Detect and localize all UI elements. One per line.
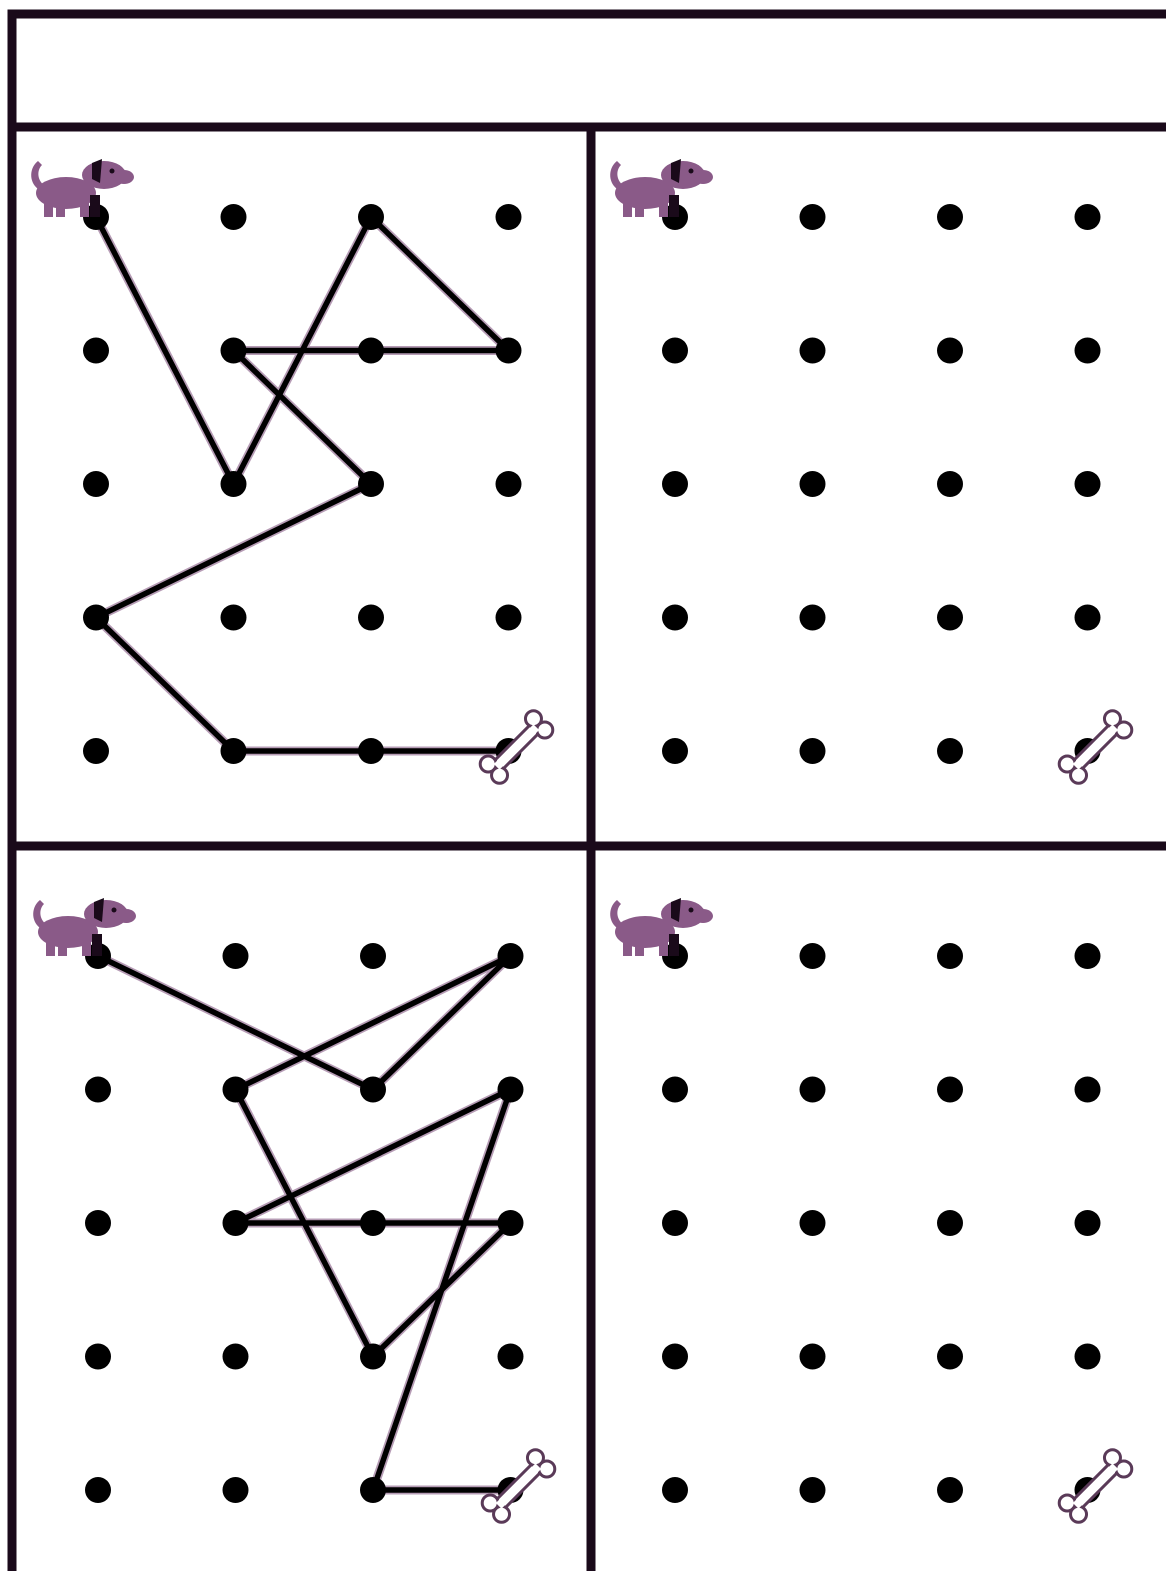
grid-dot[interactable]	[223, 943, 249, 969]
bone-icon	[1056, 1446, 1135, 1525]
dog-icon	[610, 159, 713, 217]
grid-dot[interactable]	[662, 605, 688, 631]
grid-dot[interactable]	[85, 1077, 111, 1103]
grid-dot[interactable]	[358, 471, 384, 497]
grid-dot[interactable]	[498, 1077, 524, 1103]
grid-dot[interactable]	[1075, 204, 1101, 230]
path-segment	[96, 618, 234, 752]
grid-dot[interactable]	[498, 1210, 524, 1236]
path-segment	[234, 351, 372, 485]
grid-dot[interactable]	[498, 1344, 524, 1370]
grid-dot[interactable]	[221, 605, 247, 631]
grid-dot[interactable]	[223, 1344, 249, 1370]
path-segment	[371, 217, 509, 351]
grid-dot[interactable]	[496, 471, 522, 497]
grid-dot[interactable]	[223, 1477, 249, 1503]
grid-dot[interactable]	[1075, 338, 1101, 364]
grid-dot[interactable]	[496, 338, 522, 364]
grid-dot[interactable]	[360, 943, 386, 969]
bone-icon	[1056, 707, 1135, 786]
grid-dot[interactable]	[1075, 471, 1101, 497]
grid-dot[interactable]	[800, 1077, 826, 1103]
grid-dot[interactable]	[85, 1344, 111, 1370]
grid-dot[interactable]	[800, 1344, 826, 1370]
grid-dot[interactable]	[498, 943, 524, 969]
grid-dot[interactable]	[83, 738, 109, 764]
grid-dot[interactable]	[360, 1210, 386, 1236]
dog-icon	[31, 159, 134, 217]
grid-dot[interactable]	[358, 605, 384, 631]
grid-dot[interactable]	[360, 1344, 386, 1370]
grid-dot[interactable]	[662, 1344, 688, 1370]
grid-dot[interactable]	[662, 338, 688, 364]
grid-dot[interactable]	[937, 338, 963, 364]
grid-dot[interactable]	[800, 471, 826, 497]
grid-dot[interactable]	[360, 1477, 386, 1503]
grid-dot[interactable]	[1075, 943, 1101, 969]
grid-dot[interactable]	[85, 1477, 111, 1503]
grid-dot[interactable]	[221, 204, 247, 230]
grid-dot[interactable]	[937, 471, 963, 497]
grid-dot[interactable]	[83, 605, 109, 631]
grid-dot[interactable]	[800, 204, 826, 230]
grid-dot[interactable]	[1075, 605, 1101, 631]
puzzle-bottom-right	[610, 898, 1135, 1526]
grid-dot[interactable]	[221, 738, 247, 764]
grid-dot[interactable]	[662, 1477, 688, 1503]
grid-dot[interactable]	[937, 1210, 963, 1236]
dog-icon	[33, 898, 136, 956]
grid-dot[interactable]	[800, 943, 826, 969]
grid-dot[interactable]	[223, 1077, 249, 1103]
grid-dot[interactable]	[937, 605, 963, 631]
grid-dot[interactable]	[358, 204, 384, 230]
path-segment	[236, 956, 511, 1090]
grid-dot[interactable]	[358, 338, 384, 364]
grid-dot[interactable]	[662, 471, 688, 497]
grid-dot[interactable]	[496, 605, 522, 631]
path-segment	[98, 956, 373, 1090]
grid-dot[interactable]	[223, 1210, 249, 1236]
grid-dot[interactable]	[937, 1077, 963, 1103]
path-segment	[96, 217, 234, 484]
grid-dot[interactable]	[496, 204, 522, 230]
path-segment	[96, 484, 371, 618]
path-segment	[373, 956, 511, 1090]
dog-icon	[610, 898, 713, 956]
grid-dot[interactable]	[1075, 1210, 1101, 1236]
grid-dot[interactable]	[662, 1077, 688, 1103]
grid-dot[interactable]	[800, 1210, 826, 1236]
grid-dot[interactable]	[937, 204, 963, 230]
grid-dot[interactable]	[662, 1210, 688, 1236]
grid-dot[interactable]	[662, 738, 688, 764]
grid-dot[interactable]	[800, 338, 826, 364]
grid-dot[interactable]	[937, 1477, 963, 1503]
grid-dot[interactable]	[85, 1210, 111, 1236]
puzzle-top-left	[31, 159, 556, 787]
grid-dot[interactable]	[221, 471, 247, 497]
puzzle-bottom-left	[33, 898, 558, 1526]
grid-dot[interactable]	[937, 1344, 963, 1370]
grid-dot[interactable]	[1075, 1344, 1101, 1370]
grid-dot[interactable]	[83, 338, 109, 364]
grid-dot[interactable]	[937, 943, 963, 969]
grid-dot[interactable]	[360, 1077, 386, 1103]
grid-dot[interactable]	[937, 738, 963, 764]
grid-dot[interactable]	[1075, 1077, 1101, 1103]
grid-dot[interactable]	[221, 338, 247, 364]
path-line-shadow	[96, 217, 509, 751]
grid-dot[interactable]	[800, 605, 826, 631]
puzzle-top-right	[610, 159, 1135, 787]
grid-dot[interactable]	[83, 471, 109, 497]
grid-dot[interactable]	[358, 738, 384, 764]
grid-dot[interactable]	[800, 738, 826, 764]
grid-dot[interactable]	[800, 1477, 826, 1503]
